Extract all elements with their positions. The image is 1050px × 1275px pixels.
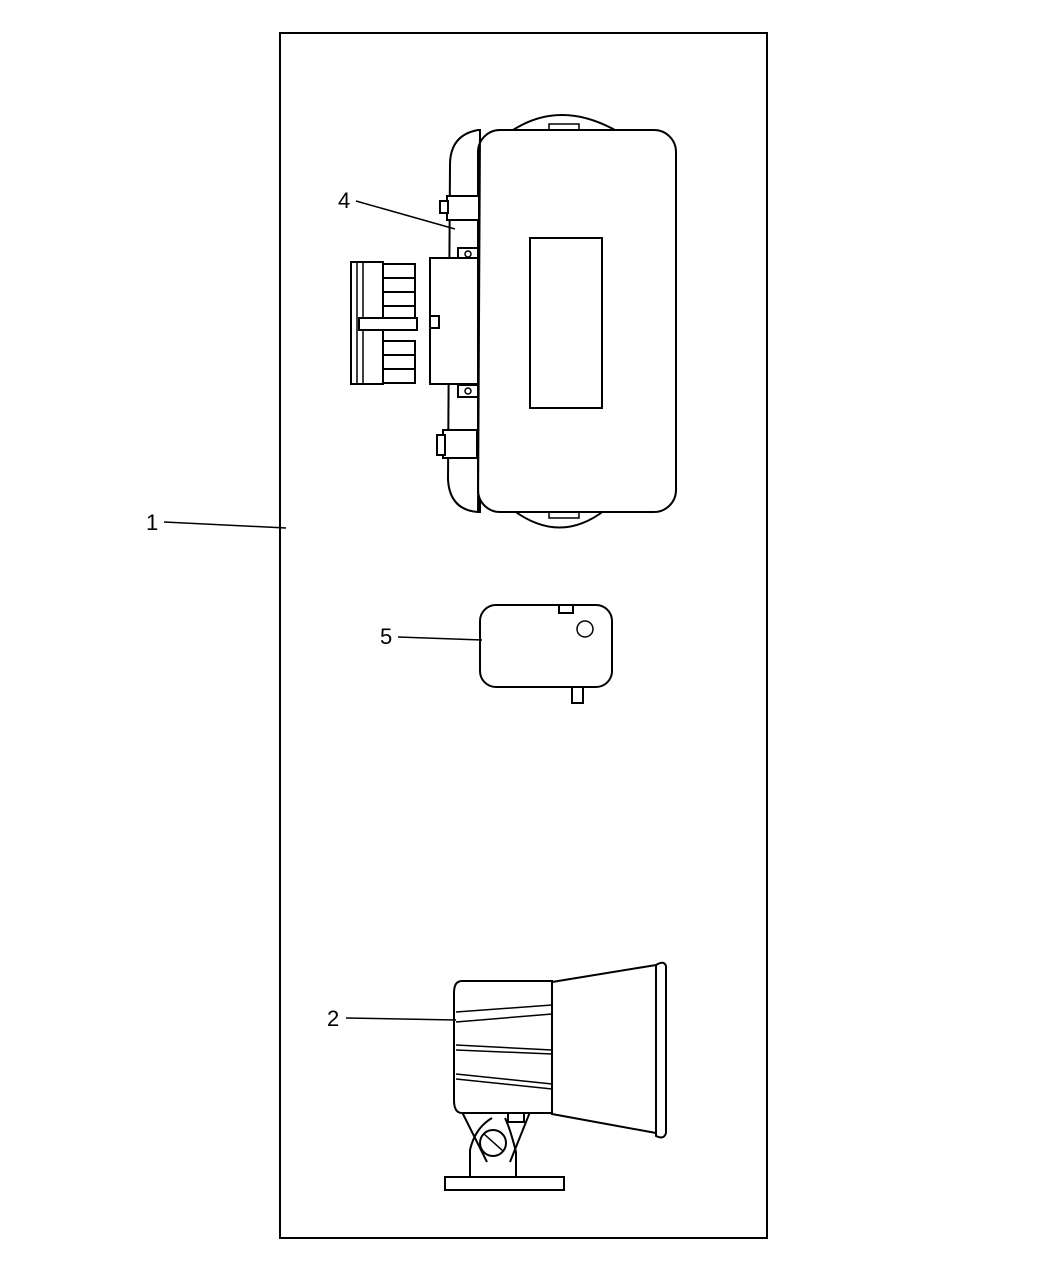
callout-4-label: 4: [338, 188, 350, 213]
callout-5-leader: [397, 636, 483, 641]
callout-5: 5: [380, 624, 483, 649]
callout-4-leader: [355, 200, 456, 230]
control-module-icon: [350, 114, 677, 529]
callout-4: 4: [338, 188, 456, 230]
callout-1-leader: [163, 521, 287, 529]
callout-5-label: 5: [380, 624, 392, 649]
siren-horn-icon: [444, 961, 667, 1191]
sensor-module-icon: [479, 604, 613, 704]
callout-1-label: 1: [146, 510, 158, 535]
callout-2-label: 2: [327, 1006, 339, 1031]
callout-1: 1: [146, 510, 287, 535]
callout-2-leader: [345, 1017, 457, 1021]
callout-2: 2: [327, 1006, 457, 1031]
kit-frame: [279, 32, 768, 1239]
